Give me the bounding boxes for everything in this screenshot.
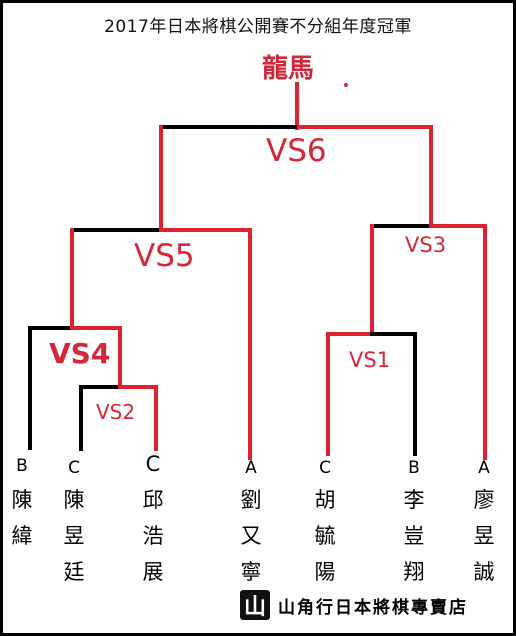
player-name-char: 李	[403, 488, 425, 512]
stray-dot	[344, 83, 348, 87]
match-label-vs4: VS4	[49, 337, 111, 370]
line-vs1-left-arm	[326, 332, 330, 456]
line-champion-stem	[295, 82, 299, 130]
player-name-char: 廖	[473, 488, 495, 512]
line-vs2-top-left	[79, 385, 122, 389]
shop-logo: 山	[240, 590, 270, 620]
line-vs4-top-right	[70, 326, 122, 330]
player-grade: C	[68, 458, 80, 478]
player-name-char: 又	[240, 524, 262, 548]
player-name-char: 寧	[240, 560, 262, 584]
player-name-char: 毓	[314, 524, 336, 548]
line-vs5-top-right	[159, 228, 252, 232]
player-name-char: 浩	[142, 524, 164, 548]
player-name-char: 翔	[403, 560, 425, 584]
player-grade: A	[245, 458, 257, 478]
line-vs3-left-arm	[370, 224, 374, 336]
player-name-char: 昱	[63, 524, 85, 548]
player-grade: B	[16, 456, 28, 476]
page-title: 2017年日本將棋公開賽不分組年度冠軍	[104, 17, 412, 37]
line-vs6-top-left	[159, 125, 297, 129]
line-vs1-top-right	[370, 332, 417, 336]
player-name-char: 昱	[473, 524, 495, 548]
player-name-char: 緯	[11, 524, 33, 548]
line-vs4-left-arm	[28, 326, 32, 450]
line-vs3-top-right	[429, 224, 487, 228]
player-name-char: 誠	[473, 560, 495, 584]
player-grade: A	[478, 458, 490, 478]
line-vs3-top-left	[370, 224, 433, 228]
match-label-vs6: VS6	[266, 133, 327, 169]
match-label-vs3: VS3	[405, 233, 447, 257]
player-grade: C	[319, 458, 331, 478]
player-name-char: 豈	[403, 524, 425, 548]
line-vs6-right-arm	[429, 125, 433, 228]
player-grade: B	[408, 458, 420, 478]
player-name-char: 展	[142, 560, 164, 584]
line-vs5-right-arm	[248, 228, 252, 460]
line-vs5-top-left	[70, 228, 163, 232]
match-label-vs5: VS5	[134, 238, 195, 274]
player-name-char: 陳	[11, 488, 33, 512]
line-vs2-left-arm	[79, 385, 83, 451]
line-vs2-top-right	[118, 385, 158, 389]
line-vs1-top-left	[326, 332, 374, 336]
player-name-char: 陽	[314, 560, 336, 584]
shop-name: 山角行日本將棋專賣店	[278, 597, 468, 618]
line-vs3-right-arm	[483, 224, 487, 460]
player-name-char: 廷	[63, 560, 85, 584]
match-label-vs1: VS1	[349, 348, 391, 372]
line-vs2-right-arm	[154, 385, 158, 451]
player-grade: C	[145, 452, 161, 476]
line-vs4-right-arm	[118, 326, 122, 388]
player-name-char: 胡	[314, 488, 336, 512]
line-vs4-top-left	[28, 326, 74, 330]
line-vs1-right-arm	[413, 332, 417, 456]
line-vs5-left-arm	[70, 228, 74, 330]
player-name-char: 劉	[240, 488, 262, 512]
player-name-char: 陳	[63, 488, 85, 512]
player-name-char: 邱	[142, 488, 164, 512]
shop-footer: 山 山角行日本將棋專賣店	[240, 590, 468, 620]
line-vs6-top-right	[297, 125, 433, 129]
match-label-vs2: VS2	[96, 400, 136, 424]
line-vs6-left-arm	[159, 125, 163, 232]
champion-name: 龍馬	[262, 54, 315, 84]
